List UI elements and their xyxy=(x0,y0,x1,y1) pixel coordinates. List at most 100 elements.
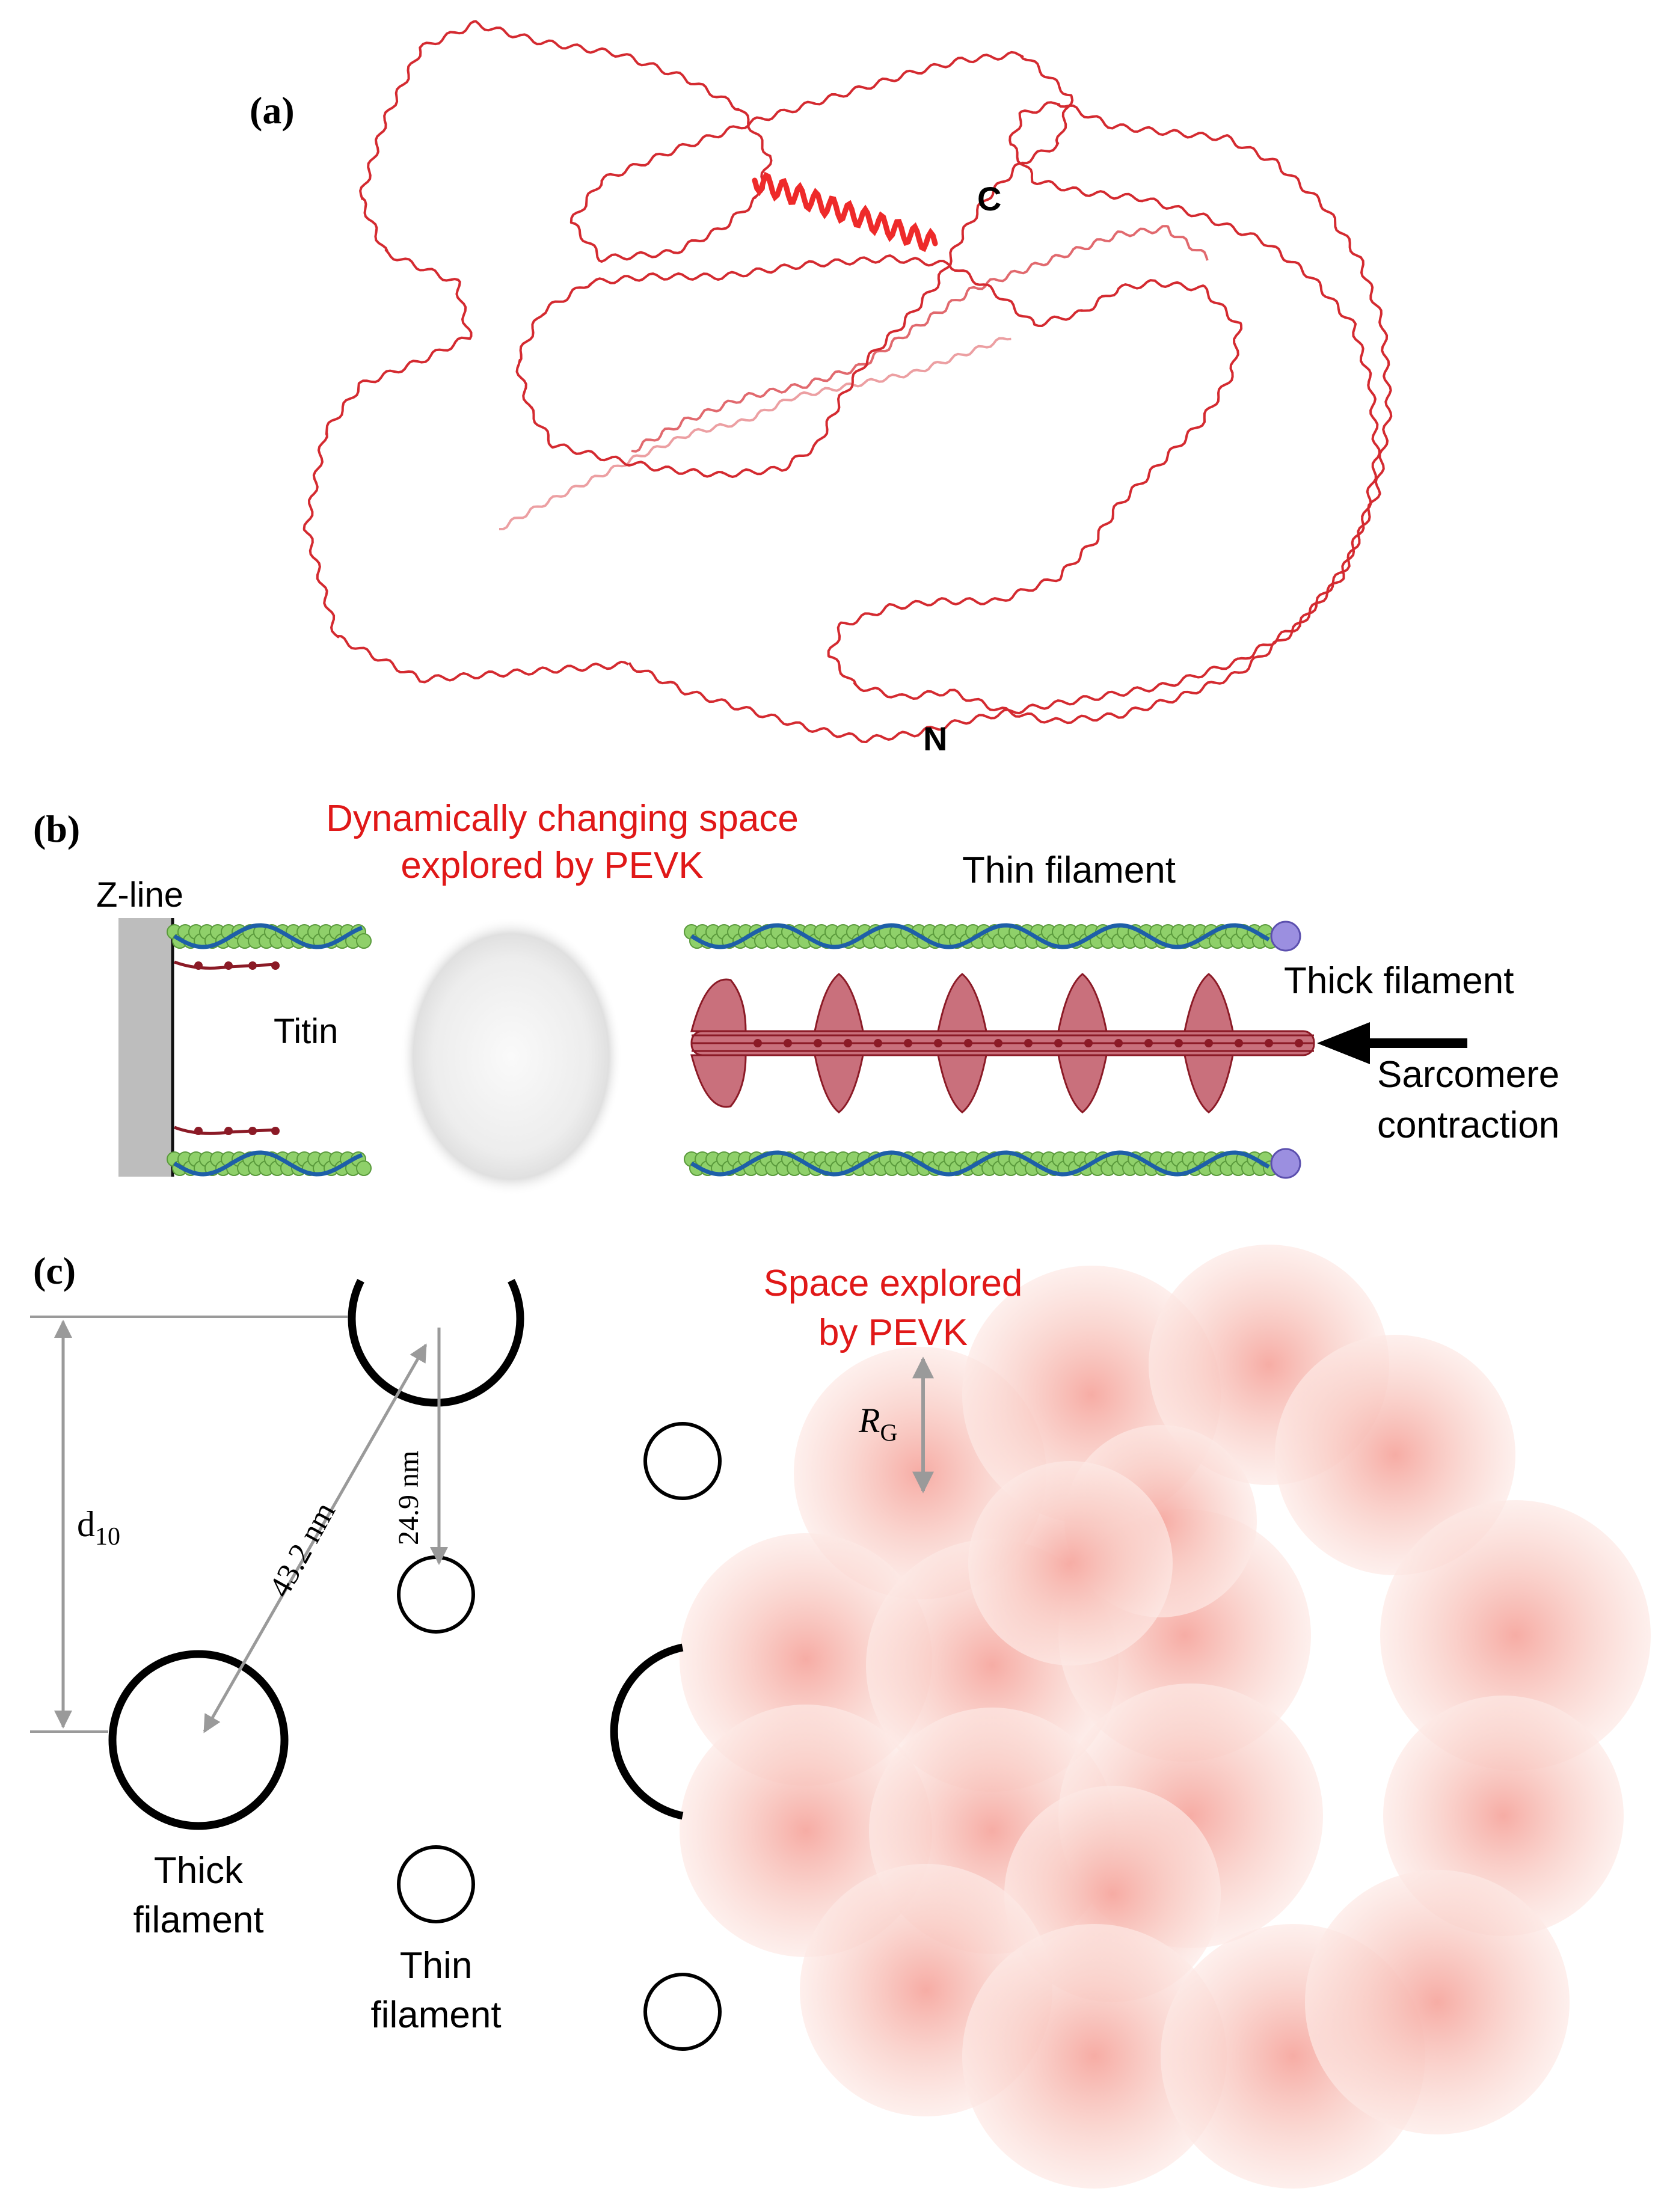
tropomyosin-strand xyxy=(690,1150,1270,1177)
panel-a-label: (a) xyxy=(250,89,295,132)
thin-filament-cap xyxy=(1270,921,1301,952)
chain-segment xyxy=(302,20,1393,743)
thin-filament-center xyxy=(397,1555,475,1634)
helix-coil xyxy=(752,171,938,253)
panel-b: (b) Dynamically changing space explored … xyxy=(33,798,1559,1196)
titin-bead xyxy=(271,961,280,970)
d10-label: d10 xyxy=(77,1504,120,1551)
filaments xyxy=(167,921,1315,1179)
thin-filament-cap xyxy=(1270,1148,1301,1179)
myosin-head xyxy=(690,978,747,1032)
titin-bead xyxy=(814,1039,822,1047)
contraction-arrow-head xyxy=(1317,1022,1370,1064)
thin-filament-upper-mid xyxy=(643,1422,722,1500)
myosin-head xyxy=(1057,973,1108,1032)
sarcomere-contraction-line1: Sarcomere xyxy=(1377,1054,1559,1095)
panel-c: (c) d10 43.2 nm 24.9 nm Thick filament T… xyxy=(30,1245,1651,2189)
thick-filament-label-c-line2: filament xyxy=(133,1899,263,1941)
protein-chain xyxy=(302,20,1393,743)
titin-bead xyxy=(1144,1039,1153,1047)
titin-bead xyxy=(964,1039,972,1047)
space-explored-line2: by PEVK xyxy=(818,1312,968,1353)
thin-filament-lower xyxy=(397,1845,475,1923)
actin-monomer xyxy=(356,933,372,949)
myosin-head xyxy=(1183,973,1234,1032)
thick-filament-label-b: Thick filament xyxy=(1284,960,1514,1002)
thin-filament-label-b: Thin filament xyxy=(962,850,1176,891)
titin-bead xyxy=(1084,1039,1093,1047)
titin-bead xyxy=(248,1127,257,1135)
titin-strand xyxy=(174,960,280,970)
titin-bead xyxy=(1295,1039,1303,1047)
chain-segment xyxy=(631,225,1209,453)
myosin-head xyxy=(1057,1054,1108,1114)
tropomyosin-strand xyxy=(173,923,363,949)
thin-filament-label-c-line2: filament xyxy=(370,1994,501,2036)
titin-bead xyxy=(1174,1039,1183,1047)
thick-filament-bottom-left xyxy=(108,1650,289,1830)
z-line-label: Z-line xyxy=(96,875,183,915)
titin-bead xyxy=(784,1039,792,1047)
titin-bead xyxy=(1265,1039,1273,1047)
thick-filament-label-c-line1: Thick xyxy=(154,1850,244,1892)
tropomyosin-strand xyxy=(690,923,1270,949)
titin-bead xyxy=(248,961,257,970)
titin-bead xyxy=(934,1039,942,1047)
distance-43nm-label: 43.2 nm xyxy=(263,1497,342,1603)
c-terminus-label: C xyxy=(977,180,1001,218)
titin-bead xyxy=(994,1039,1002,1047)
titin-bead xyxy=(194,1127,203,1135)
titin-label: Titin xyxy=(274,1012,338,1051)
titin-bead xyxy=(1205,1039,1213,1047)
thin-filament-segment xyxy=(684,1148,1301,1179)
myosin-head xyxy=(937,973,987,1032)
thin-filament-segment xyxy=(167,1150,372,1177)
distance-25nm-label: 24.9 nm xyxy=(393,1451,425,1545)
myosin-head xyxy=(1183,1054,1234,1114)
titin-bead xyxy=(754,1039,762,1047)
myosin-head xyxy=(937,1054,987,1114)
pevk-space-blobs xyxy=(680,1245,1651,2189)
pevk-space-blob xyxy=(1380,1500,1651,1771)
titin-bead xyxy=(224,1127,233,1135)
n-terminus-label: N xyxy=(923,720,947,758)
actin-monomer xyxy=(356,1160,372,1176)
titin-bead xyxy=(904,1039,912,1047)
thin-filament-segment xyxy=(684,921,1301,952)
titin-bead xyxy=(1054,1039,1063,1047)
titin-bead xyxy=(194,961,203,970)
space-explored-line1: Space explored xyxy=(764,1263,1023,1304)
thin-filament-segment xyxy=(167,923,372,949)
panel-a: (a) C N xyxy=(250,20,1393,758)
titin-strand xyxy=(174,1126,280,1135)
rg-label: RG xyxy=(858,1401,897,1446)
myosin-head xyxy=(814,1054,864,1114)
alpha-helix xyxy=(752,171,938,253)
z-line-bar xyxy=(118,918,173,1177)
distance-43nm-arrow xyxy=(203,1343,428,1733)
titin-bead xyxy=(1235,1039,1243,1047)
sarcomere-contraction-line2: contraction xyxy=(1377,1104,1559,1146)
tropomyosin-strand xyxy=(173,1150,363,1177)
pevk-space-blob xyxy=(968,1461,1173,1665)
pevk-space-title-line1: Dynamically changing space xyxy=(326,798,799,839)
thick-filament-middle-arc xyxy=(610,1643,684,1820)
pevk-space-haze xyxy=(400,917,622,1196)
myosin-head xyxy=(690,1054,747,1108)
titin-bead xyxy=(874,1039,882,1047)
myosin-head xyxy=(814,973,864,1032)
panel-b-label: (b) xyxy=(33,807,80,850)
titin-bead xyxy=(1024,1039,1033,1047)
chain-segment xyxy=(499,337,1011,530)
pevk-space-blob xyxy=(1305,1870,1570,2134)
titin-bead xyxy=(271,1127,280,1135)
titin-bead xyxy=(224,961,233,970)
thin-filament-label-c-line1: Thin xyxy=(400,1945,473,1987)
thick-filament-top-arc xyxy=(348,1279,524,1407)
titin-bead xyxy=(1114,1039,1123,1047)
pevk-space-title-line2: explored by PEVK xyxy=(401,845,703,886)
thin-filament-bottom-mid xyxy=(643,1973,722,2051)
pevk-space-blob xyxy=(962,1924,1227,2189)
panel-c-label: (c) xyxy=(33,1249,76,1292)
